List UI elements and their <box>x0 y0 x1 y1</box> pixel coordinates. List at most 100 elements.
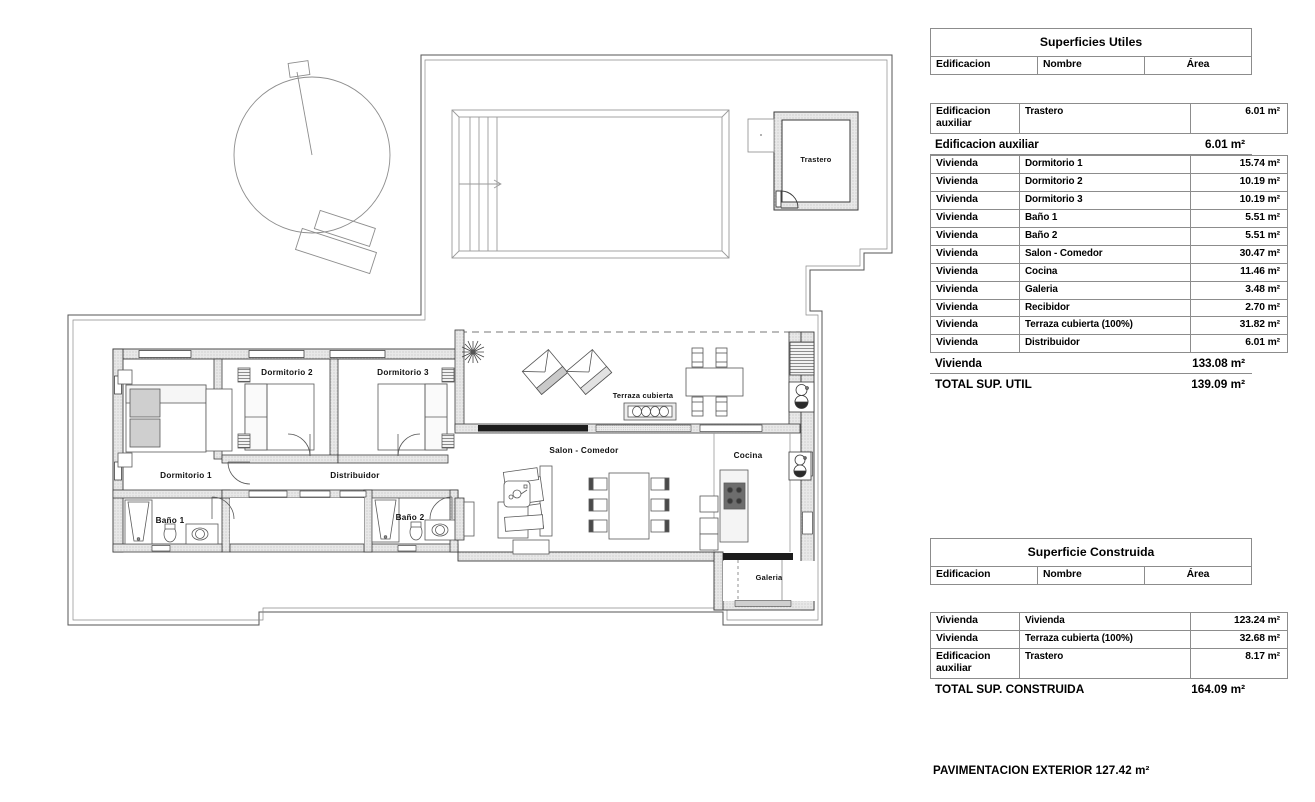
cell-nombre: Trastero <box>1019 647 1191 679</box>
cell-nombre: Distribuidor <box>1019 334 1191 354</box>
room-label-trastero: Trastero <box>800 155 831 164</box>
areas-tables-panel: Superficies Utiles Edificacion Nombre Ár… <box>928 0 1315 802</box>
cell-nombre: Trastero <box>1019 103 1191 134</box>
subtotal-value: 133.08 m² <box>1192 356 1245 371</box>
floor-plan-drawing: Dormitorio 1 Dormitorio 2 Dormitorio 3 D… <box>67 54 893 626</box>
cell-area: 31.82 m² <box>1190 316 1288 336</box>
column-header-edificacion: Edificacion <box>930 566 1038 585</box>
cell-edificacion: Vivienda <box>930 298 1020 318</box>
cell-nombre: Dormitorio 2 <box>1019 172 1191 192</box>
room-label-salon-comedor: Salon - Comedor <box>549 446 619 455</box>
total-value: 139.09 m² <box>1191 377 1245 392</box>
total-label: TOTAL SUP. UTIL <box>935 377 1032 392</box>
cell-area: 10.19 m² <box>1190 190 1288 210</box>
room-label-bano1: Baño 1 <box>156 516 185 525</box>
table-row: Vivienda Dormitorio 3 10.19 m² <box>930 190 1288 210</box>
room-label-bano2: Baño 2 <box>396 513 425 522</box>
total-row-sup-util: TOTAL SUP. UTIL 139.09 m² <box>930 374 1252 395</box>
table-row: Vivienda Terraza cubierta (100%) 32.68 m… <box>930 629 1288 649</box>
salon-sofa-set <box>454 465 553 555</box>
table-row: Vivienda Terraza cubierta (100%) 31.82 m… <box>930 316 1288 336</box>
cell-area: 15.74 m² <box>1190 154 1288 174</box>
swimming-pool <box>451 109 730 259</box>
table-row: Edificacion auxiliar Trastero 6.01 m² <box>930 103 1288 134</box>
table-header-row: Edificacion Nombre Área <box>930 566 1252 585</box>
subtotal-label: Edificacion auxiliar <box>935 137 1039 151</box>
cell-edificacion: Vivienda <box>930 190 1020 210</box>
cell-edificacion: Vivienda <box>930 172 1020 192</box>
table-row: Vivienda Distribuidor 6.01 m² <box>930 334 1288 354</box>
cell-nombre: Vivienda <box>1019 612 1191 631</box>
cell-edificacion: Vivienda <box>930 316 1020 336</box>
plan-svg: Dormitorio 1 Dormitorio 2 Dormitorio 3 D… <box>67 54 893 626</box>
subtotal-label: Vivienda <box>935 357 982 371</box>
cell-area: 8.17 m² <box>1190 647 1288 679</box>
cell-edificacion: Vivienda <box>930 244 1020 264</box>
site-boundary <box>67 54 893 626</box>
table-row: Vivienda Salon - Comedor 30.47 m² <box>930 244 1288 264</box>
room-label-distribuidor: Distribuidor <box>330 471 380 480</box>
table-row: Edificacion auxiliar Trastero 8.17 m² <box>930 647 1288 679</box>
cell-area: 2.70 m² <box>1190 298 1288 318</box>
cell-area: 5.51 m² <box>1190 226 1288 246</box>
plant-icon <box>461 340 485 364</box>
table-row: Vivienda Dormitorio 1 15.74 m² <box>930 154 1288 174</box>
terrace-armchairs <box>521 349 613 395</box>
cell-area: 10.19 m² <box>1190 172 1288 192</box>
cell-edificacion: Vivienda <box>930 334 1020 354</box>
total-row-sup-construida: TOTAL SUP. CONSTRUIDA 164.09 m² <box>930 679 1252 700</box>
cell-edificacion: Vivienda <box>930 154 1020 174</box>
dining-table-set <box>588 472 670 540</box>
cell-nombre: Galeria <box>1019 280 1191 300</box>
cell-edificacion: Vivienda <box>930 226 1020 246</box>
table-superficie-construida-header: Superficie Construida Edificacion Nombre… <box>930 537 1252 585</box>
sun-lounger-icon <box>294 209 378 275</box>
cell-edificacion: Vivienda <box>930 629 1020 649</box>
column-header-edificacion: Edificacion <box>930 56 1038 75</box>
column-header-area: Área <box>1144 566 1252 585</box>
terrace-bench <box>623 402 677 421</box>
room-label-galeria: Galeria <box>756 573 783 582</box>
table-row: Vivienda Recibidor 2.70 m² <box>930 298 1288 318</box>
cell-edificacion: Edificacion auxiliar <box>930 647 1020 679</box>
outdoor-kitchen-units <box>788 341 815 481</box>
room-label-cocina: Cocina <box>734 451 763 460</box>
room-label-dormitorio2: Dormitorio 2 <box>261 368 313 377</box>
kitchen-island <box>699 469 749 551</box>
terrace-dining-set <box>685 347 744 417</box>
cell-edificacion: Edificacion auxiliar <box>930 103 1020 134</box>
cell-nombre: Cocina <box>1019 262 1191 282</box>
table-title-utiles: Superficies Utiles <box>930 27 1252 58</box>
cell-area: 6.01 m² <box>1190 334 1288 354</box>
trastero-building <box>747 111 859 211</box>
cell-area: 6.01 m² <box>1190 103 1288 134</box>
cell-edificacion: Vivienda <box>930 280 1020 300</box>
cell-nombre: Terraza cubierta (100%) <box>1019 629 1191 649</box>
pavimentacion-exterior-text: PAVIMENTACION EXTERIOR 127.42 m² <box>933 764 1150 777</box>
total-value: 164.09 m² <box>1191 681 1245 696</box>
bed-dormitorio-2 <box>237 367 315 451</box>
table-title-row: Superficies Utiles <box>930 27 1252 58</box>
cell-nombre: Baño 2 <box>1019 226 1191 246</box>
table-superficies-utiles-body: Edificacion auxiliar Trastero 6.01 m² Ed… <box>930 103 1288 395</box>
garden-parasol-icon <box>233 60 391 234</box>
column-header-nombre: Nombre <box>1037 56 1145 75</box>
column-header-nombre: Nombre <box>1037 566 1145 585</box>
table-row: Vivienda Vivienda 123.24 m² <box>930 612 1288 631</box>
bed-dormitorio-1 <box>117 369 233 468</box>
table-title-construida: Superficie Construida <box>930 537 1252 568</box>
table-row: Vivienda Cocina 11.46 m² <box>930 262 1288 282</box>
cell-edificacion: Vivienda <box>930 612 1020 631</box>
room-label-dormitorio3: Dormitorio 3 <box>377 368 429 377</box>
total-label: TOTAL SUP. CONSTRUIDA <box>935 681 1085 696</box>
table-row: Vivienda Baño 2 5.51 m² <box>930 226 1288 246</box>
cell-area: 5.51 m² <box>1190 208 1288 228</box>
cell-area: 3.48 m² <box>1190 280 1288 300</box>
bedroom-wing-walls <box>112 348 459 553</box>
cell-nombre: Recibidor <box>1019 298 1191 318</box>
table-row: Vivienda Galeria 3.48 m² <box>930 280 1288 300</box>
cell-nombre: Dormitorio 1 <box>1019 154 1191 174</box>
subtotal-row-edificacion-auxiliar: Edificacion auxiliar 6.01 m² <box>930 134 1252 155</box>
cell-area: 30.47 m² <box>1190 244 1288 264</box>
subtotal-value: 6.01 m² <box>1205 136 1245 151</box>
